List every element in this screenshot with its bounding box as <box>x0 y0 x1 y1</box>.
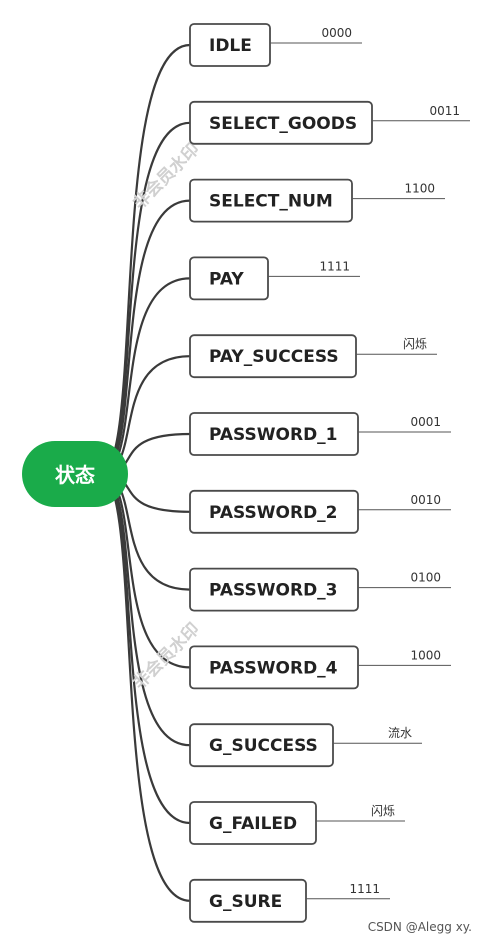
state-node-box <box>189 489 359 534</box>
state-node-box <box>189 23 271 67</box>
state-node-box <box>189 801 317 845</box>
state-node[interactable]: PASSWORD_1 0001 <box>189 412 451 456</box>
state-node[interactable]: PAY_SUCCESS 闪烁 <box>189 334 437 379</box>
root-node[interactable]: 状态 <box>22 441 128 507</box>
state-node[interactable]: PASSWORD_3 0100 <box>189 567 451 612</box>
root-node-background <box>22 441 128 507</box>
state-node-label: SELECT_NUM <box>209 192 333 212</box>
state-code-label: 1111 <box>319 259 350 273</box>
state-code-label: 0000 <box>321 26 352 40</box>
state-node-box <box>189 645 359 690</box>
state-code-label: 0001 <box>410 415 441 429</box>
state-code-label: 1000 <box>410 648 441 662</box>
state-node[interactable]: PAY 1111 <box>189 256 360 301</box>
state-node-box <box>189 178 353 223</box>
state-node-label: PASSWORD_3 <box>209 581 338 601</box>
branch-line <box>99 43 191 476</box>
state-code-label: 流水 <box>388 726 412 740</box>
state-code-label: 0011 <box>429 104 460 118</box>
source-credit: CSDN @Alegg xy. <box>368 920 472 934</box>
state-node-label: PAY <box>209 269 244 289</box>
state-node[interactable]: G_SUCCESS 流水 <box>189 723 422 768</box>
state-code-label: 闪烁 <box>371 804 395 818</box>
state-node-label: PASSWORD_1 <box>209 425 338 445</box>
state-code-label: 1111 <box>349 882 380 896</box>
state-node-label: G_SURE <box>209 892 282 912</box>
state-node-label: G_SUCCESS <box>209 736 318 756</box>
state-node[interactable]: SELECT_NUM 1100 <box>189 178 445 223</box>
state-node-label: G_FAILED <box>209 814 297 834</box>
state-node-label: IDLE <box>209 36 252 56</box>
state-node-label: SELECT_GOODS <box>209 114 357 134</box>
root-node-label: 状态 <box>55 463 95 487</box>
state-node[interactable]: SELECT_GOODS 0011 <box>189 100 470 145</box>
state-node-box <box>189 256 269 301</box>
state-code-label: 1100 <box>404 182 435 196</box>
state-node-box <box>189 878 307 923</box>
branch-line <box>99 472 191 747</box>
state-code-label: 0100 <box>410 571 441 585</box>
state-node-box <box>189 412 359 456</box>
state-node[interactable]: IDLE 0000 <box>189 23 362 67</box>
state-node[interactable]: G_FAILED 闪烁 <box>189 801 405 845</box>
state-node-label: PAY_SUCCESS <box>209 347 339 367</box>
state-node-box <box>189 100 373 145</box>
state-node[interactable]: PASSWORD_2 0010 <box>189 489 451 534</box>
state-code-label: 0010 <box>410 493 441 507</box>
state-node-box <box>189 723 334 768</box>
state-node-label: PASSWORD_4 <box>209 658 338 678</box>
state-code-label: 闪烁 <box>403 337 427 351</box>
state-node-box <box>189 567 359 612</box>
branch-line <box>99 277 191 476</box>
state-node[interactable]: PASSWORD_4 1000 <box>189 645 451 690</box>
state-node[interactable]: G_SURE 1111 <box>189 878 390 923</box>
branch-line <box>99 199 191 476</box>
state-node-box <box>189 334 357 379</box>
state-node-label: PASSWORD_2 <box>209 503 338 523</box>
